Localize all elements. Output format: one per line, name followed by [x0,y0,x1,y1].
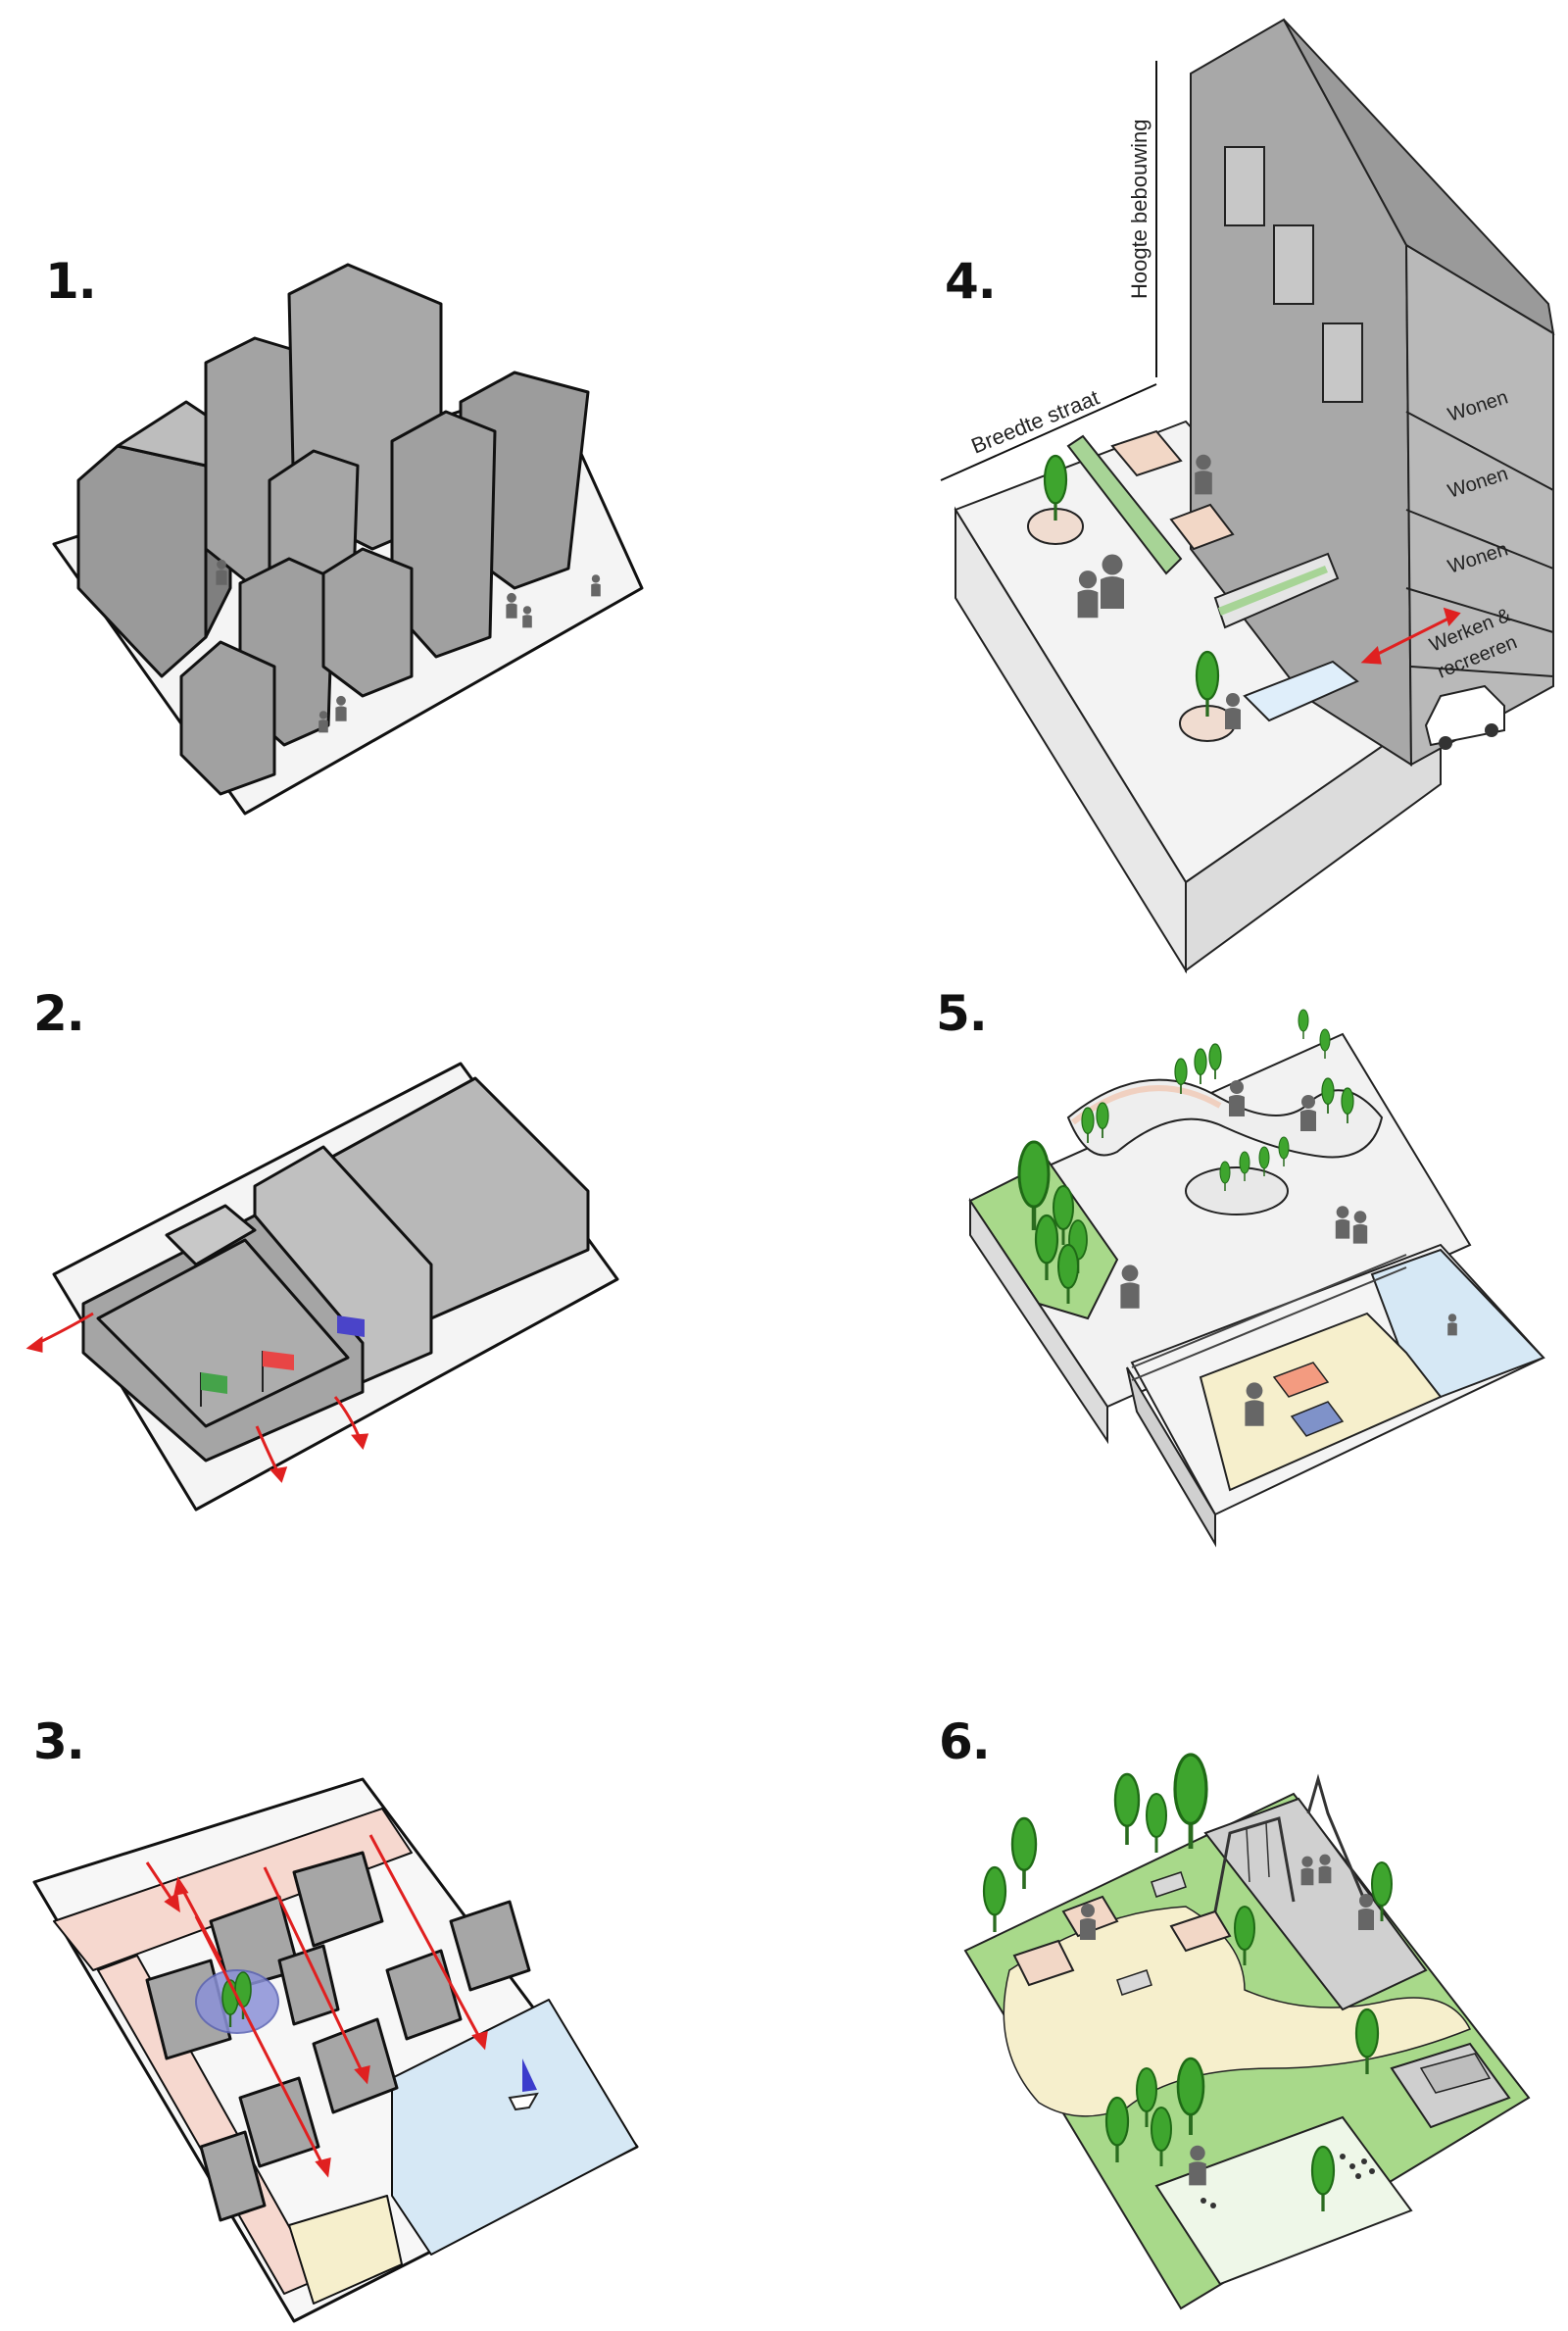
panel-6-pitch [1154,2115,1413,2286]
height-label: Hoogte bebouwing [1127,120,1152,299]
red-flag [263,1351,294,1370]
panel-5-planter [1185,1166,1289,1215]
panel-4-access-arrow [1360,607,1461,665]
panel-3-street-band [53,1808,413,1971]
blue-flag [337,1315,365,1337]
panel-number-6: 6. [939,1713,991,1770]
panel-3-sand [288,2195,403,2305]
panel-3-park [195,1969,279,2034]
panel-3-sailboat [508,2058,539,2111]
panel-5-sand [1199,1312,1443,1492]
panel-4-street-section [940,18,1555,974]
panel-5-water [1370,1248,1545,1399]
panel-5-terrace-park [968,1009,1545,1548]
panel-4-water-feature [1243,660,1359,722]
swing-icon [1213,1816,1296,1912]
green-flag [201,1372,227,1394]
panel-number-3: 3. [33,1713,85,1770]
panel-2-flags [200,1315,365,1407]
panel-3-route-arrows [145,1834,488,2178]
slide-icon [1306,1773,1369,1908]
panel-1-dense-blocks [52,263,644,816]
panel-4-plinth-front [1185,704,1442,972]
car-icon [1424,684,1505,750]
panel-number-4: 4. [945,253,997,310]
panel-number-5: 5. [936,985,988,1042]
panel-2-exit-arrows [25,1312,369,1483]
panel-3-water [391,1999,638,2256]
panel-number-2: 2. [33,985,85,1042]
panel-5-wavy-planter [1066,1078,1384,1159]
panel-2-building-block [52,1062,619,1512]
panel-3-urban-plan [32,1777,639,2323]
panel-6-playground-park [963,1753,1531,2310]
panel-4-hedge [1066,434,1183,575]
panel-5-retaining-wall-side [969,1197,1108,1445]
panel-6-play-area [1203,1797,1428,2011]
panel-number-1: 1. [45,253,97,310]
